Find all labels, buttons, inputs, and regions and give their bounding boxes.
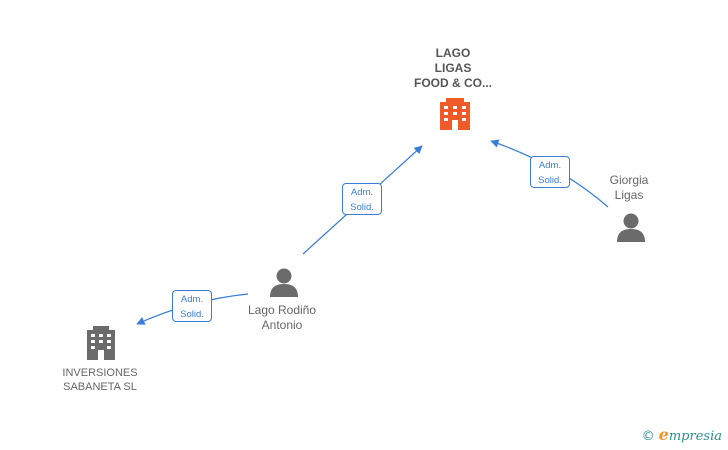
- person-icon[interactable]: [617, 213, 645, 243]
- building-icon[interactable]: [87, 326, 115, 360]
- edge-label-rodino-inversiones[interactable]: Adm. Solid.: [172, 290, 212, 322]
- empresia-logo: ©empresia: [641, 425, 722, 444]
- building-icon[interactable]: [440, 98, 470, 130]
- edge-label-giorgia-lago-ligas[interactable]: Adm. Solid.: [530, 156, 570, 188]
- edge-label-rodino-lago-ligas[interactable]: Adm. Solid.: [342, 183, 382, 215]
- person-label-lago-rodino[interactable]: Lago Rodiño Antonio: [247, 303, 317, 332]
- person-icon[interactable]: [270, 268, 298, 298]
- company-label-inversiones[interactable]: INVERSIONES SABANETA SL: [62, 367, 138, 393]
- person-label-giorgia[interactable]: Giorgia Ligas: [609, 173, 649, 202]
- copyright-icon: ©: [641, 429, 655, 444]
- company-label-lago-ligas[interactable]: LAGO LIGAS FOOD & CO...: [414, 46, 492, 90]
